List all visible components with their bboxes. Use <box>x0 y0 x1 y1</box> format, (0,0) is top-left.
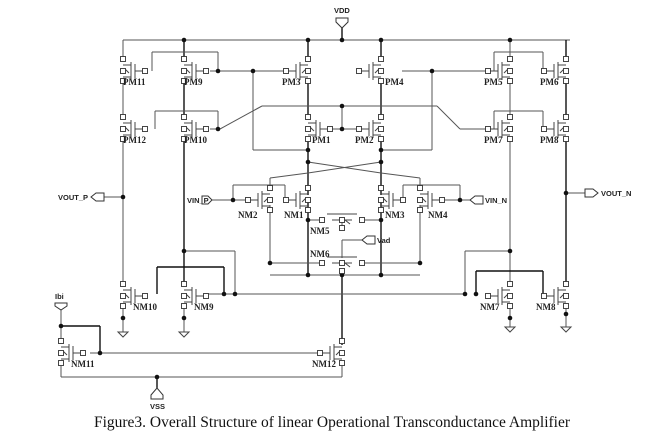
vdd-port-icon <box>335 17 349 29</box>
transistor-nm12: NM12 <box>312 338 345 369</box>
vin-n-label: VIN_N <box>485 196 507 205</box>
transistor-nm3: NM3 <box>378 185 406 220</box>
vout-n-port-icon <box>584 188 599 198</box>
transistor-nm9: NM9 <box>181 281 214 312</box>
transistor-label: NM8 <box>536 302 556 312</box>
transistor-nm8: NM8 <box>536 281 569 312</box>
transistor-pm7: PM7 <box>484 114 513 145</box>
transistor-pm2: PM2 <box>355 114 384 145</box>
vss-port-icon <box>150 387 164 400</box>
ground-icon <box>503 326 517 333</box>
transistor-pm9: PM9 <box>181 56 209 87</box>
transistor-label: NM6 <box>310 249 330 259</box>
transistor-label: PM1 <box>312 135 331 145</box>
port-vout-p: VOUT_P <box>58 192 105 202</box>
transistor-label: PM7 <box>484 135 503 145</box>
transistor-label: NM1 <box>284 210 304 220</box>
port-vin-n: VIN_N <box>469 195 507 205</box>
transistor-pm10: PM10 <box>181 114 209 145</box>
transistor-label: PM9 <box>184 77 203 87</box>
port-ibi: Ibi <box>54 292 68 311</box>
port-vss: VSS <box>150 387 165 410</box>
transistor-nm7: NM7 <box>480 281 513 312</box>
transistor-label: NM3 <box>385 210 405 220</box>
transistor-label: PM5 <box>484 77 503 87</box>
vin-p-label: VIN_P <box>187 196 209 205</box>
transistor-label: PM4 <box>385 77 404 87</box>
transistor-nm4: NM4 <box>417 185 448 220</box>
ground-icon <box>177 331 191 338</box>
transistor-label: PM11 <box>123 77 146 87</box>
transistor-label: NM5 <box>310 226 330 236</box>
transistor-label: NM11 <box>71 359 95 369</box>
transistor-pm4: PM4 <box>356 56 404 87</box>
ground-icon <box>116 331 130 338</box>
ibi-label: Ibi <box>55 292 64 301</box>
figure-caption: Figure3. Overall Structure of linear Ope… <box>93 414 571 431</box>
vout-p-label: VOUT_P <box>58 193 88 202</box>
transistor-label: NM2 <box>238 210 258 220</box>
transistor-nm11: NM11 <box>58 338 95 369</box>
vin-p-port-icon <box>201 195 213 205</box>
transistor-pm6: PM6 <box>540 56 569 87</box>
port-vdd: VDD <box>334 6 350 29</box>
transistor-nm5: NM5 <box>310 213 365 236</box>
transistor-label: NM4 <box>428 210 448 220</box>
transistor-pm12: PM12 <box>120 114 148 145</box>
vin-n-port-icon <box>469 195 484 205</box>
port-vin-p: VIN_P <box>187 195 213 205</box>
transistor-label: NM7 <box>480 302 500 312</box>
transistor-pm8: PM8 <box>540 114 569 145</box>
transistor-pm1: PM1 <box>305 114 333 145</box>
vout-n-label: VOUT_N <box>601 189 631 198</box>
transistor-label: NM9 <box>194 302 214 312</box>
transistor-nm1: NM1 <box>283 185 311 220</box>
transistor-label: PM12 <box>123 135 146 145</box>
ground-symbols <box>116 326 573 338</box>
vout-p-port-icon <box>90 192 105 202</box>
vad-label: Vad <box>377 236 391 245</box>
ground-icon <box>559 326 573 333</box>
transistor-pm3: PM3 <box>282 56 311 87</box>
transistor-label: PM2 <box>355 135 374 145</box>
junction-dots <box>58 37 569 380</box>
transistor-pm5: PM5 <box>484 56 513 87</box>
transistor-nm10: NM10 <box>120 281 157 312</box>
vss-label: VSS <box>150 402 165 410</box>
transistor-label: PM3 <box>282 77 301 87</box>
transistor-nm2: NM2 <box>238 185 273 220</box>
vdd-label: VDD <box>334 6 350 15</box>
port-vout-n: VOUT_N <box>584 188 631 198</box>
transistor-label: PM6 <box>540 77 559 87</box>
transistor-label: NM10 <box>133 302 157 312</box>
vad-port-icon <box>361 235 376 245</box>
transistor-label: PM10 <box>184 135 207 145</box>
transistor-pm11: PM11 <box>120 56 148 87</box>
port-vad: Vad <box>361 235 391 245</box>
ibi-port-icon <box>54 302 68 311</box>
transistor-label: NM12 <box>312 359 336 369</box>
transistor-nm6: NM6 <box>310 249 365 274</box>
transistor-label: PM8 <box>540 135 559 145</box>
